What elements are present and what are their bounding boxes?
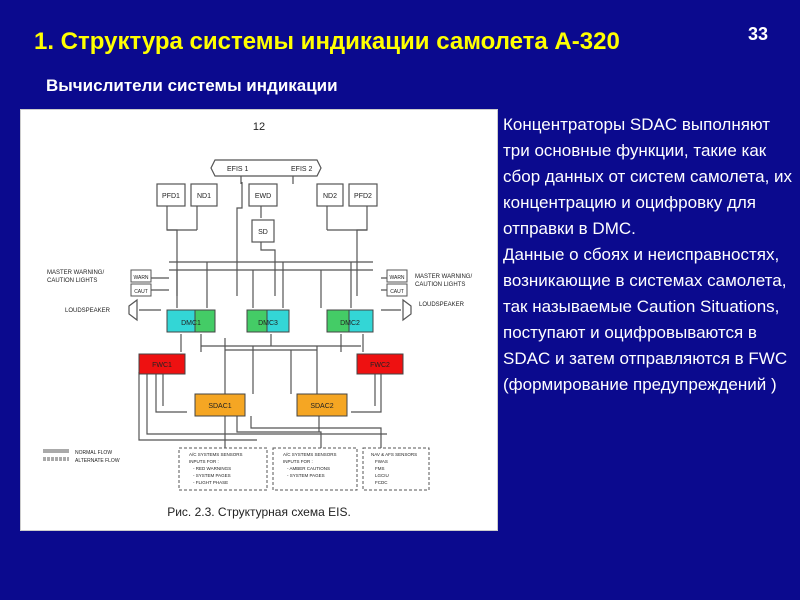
pfd2-label: PFD2 bbox=[354, 193, 372, 200]
sdac2-label: SDAC2 bbox=[310, 403, 333, 410]
sensor-1-line-4: - FLIGHT PHASE bbox=[193, 480, 228, 485]
nd2-box bbox=[316, 183, 344, 207]
dmc3-box-b bbox=[266, 309, 290, 333]
sensor-box-3 bbox=[362, 447, 430, 491]
caut-left-label: CAUT bbox=[134, 289, 148, 295]
sensor-3-line-3: LGCIU bbox=[375, 473, 389, 478]
efis1-label: EFIS 1 bbox=[227, 166, 249, 173]
sensor-2-line-3: - SYSTEM PAGES bbox=[287, 473, 325, 478]
normal-flow-label: NORMAL FLOW bbox=[75, 450, 112, 456]
sensor-box-2 bbox=[272, 447, 358, 491]
slide-subtitle: Вычислители системы индикации bbox=[46, 76, 338, 95]
sensor-1-line-2: - RED WARNINGS bbox=[193, 466, 231, 471]
dmc1-box-b bbox=[194, 309, 216, 333]
master-warning-right-line1: MASTER WARNING/ bbox=[415, 274, 472, 280]
master-warning-left-line2: CAUTION LIGHTS bbox=[47, 278, 97, 284]
fwc2-label: FWC2 bbox=[370, 362, 390, 369]
sensor-3-line-0: NAV & AFS SENSORS bbox=[371, 452, 417, 457]
sensor-box-1 bbox=[178, 447, 268, 491]
master-warning-right-line2: CAUTION LIGHTS bbox=[415, 282, 465, 288]
caut-left-box bbox=[130, 283, 152, 297]
sensor-2-line-2: - AMBER CAUTIONS bbox=[287, 466, 330, 471]
ewd-label: EWD bbox=[255, 193, 271, 200]
warn-left-box bbox=[130, 269, 152, 283]
eis-structure-diagram: 12 EFIS 1 EFIS 2 PFD1 ND1 EWD ND2 PFD2 S… bbox=[20, 109, 498, 531]
description-paragraph-1: Концентраторы SDAC выполняют три основны… bbox=[503, 115, 793, 238]
alternate-flow-label: ALTERNATE FLOW bbox=[75, 458, 120, 464]
warn-right-label: WARN bbox=[389, 275, 404, 281]
master-warning-left-line1: MASTER WARNING/ bbox=[47, 270, 104, 276]
description-paragraph-2: Данные о сбоях и неисправностях, возника… bbox=[503, 245, 788, 394]
dmc3-label: DMC3 bbox=[258, 320, 278, 327]
sd-box bbox=[251, 219, 275, 243]
sdac1-label: SDAC1 bbox=[208, 403, 231, 410]
sensor-1-line-0: A/C SYSTEMS SENSORS bbox=[189, 452, 243, 457]
sensor-2-line-0: A/C SYSTEMS SENSORS bbox=[283, 452, 337, 457]
pfd1-label: PFD1 bbox=[162, 193, 180, 200]
normal-flow-legend-line bbox=[43, 449, 69, 453]
dmc2-box-b bbox=[348, 309, 374, 333]
sensor-1-line-1: INPUTS FOR : bbox=[189, 459, 219, 464]
dmc2-label: DMC2 bbox=[340, 320, 360, 327]
description-text: Концентраторы SDAC выполняют три основны… bbox=[503, 112, 795, 398]
loudspeaker-right-label: LOUDSPEAKER bbox=[419, 302, 465, 308]
pfd1-box bbox=[156, 183, 186, 207]
efis2-label: EFIS 2 bbox=[291, 166, 313, 173]
sdac1-box bbox=[194, 393, 246, 417]
nd1-label: ND1 bbox=[197, 193, 211, 200]
nd1-box bbox=[190, 183, 218, 207]
nd2-label: ND2 bbox=[323, 193, 337, 200]
ewd-box bbox=[248, 183, 278, 207]
pfd2-box bbox=[348, 183, 378, 207]
warn-right-box bbox=[386, 269, 408, 283]
fwc2-box bbox=[356, 353, 404, 375]
sensor-3-line-2: FMS bbox=[375, 466, 385, 471]
sdac2-box bbox=[296, 393, 348, 417]
warn-left-label: WARN bbox=[133, 275, 148, 281]
caut-right-box bbox=[386, 283, 408, 297]
sensor-3-line-4: FCDC bbox=[375, 480, 388, 485]
fwc1-label: FWC1 bbox=[152, 362, 172, 369]
loudspeaker-left-label: LOUDSPEAKER bbox=[65, 308, 111, 314]
figure-caption: Рис. 2.3. Структурная схема EIS. bbox=[167, 505, 351, 519]
figure-page-number: 12 bbox=[253, 121, 265, 133]
slide-title: 1. Структура системы индикации самолета … bbox=[34, 28, 620, 55]
alternate-flow-legend-line bbox=[43, 457, 69, 461]
caut-right-label: CAUT bbox=[390, 289, 404, 295]
sensor-1-line-3: - SYSTEM PAGES bbox=[193, 473, 231, 478]
dmc1-label: DMC1 bbox=[181, 320, 201, 327]
sensor-3-line-1: FWAS bbox=[375, 459, 388, 464]
fwc1-box bbox=[138, 353, 186, 375]
sensor-2-line-1: INPUTS FOR : bbox=[283, 459, 313, 464]
sd-label: SD bbox=[258, 229, 268, 236]
slide-page-number: 33 bbox=[748, 24, 769, 44]
